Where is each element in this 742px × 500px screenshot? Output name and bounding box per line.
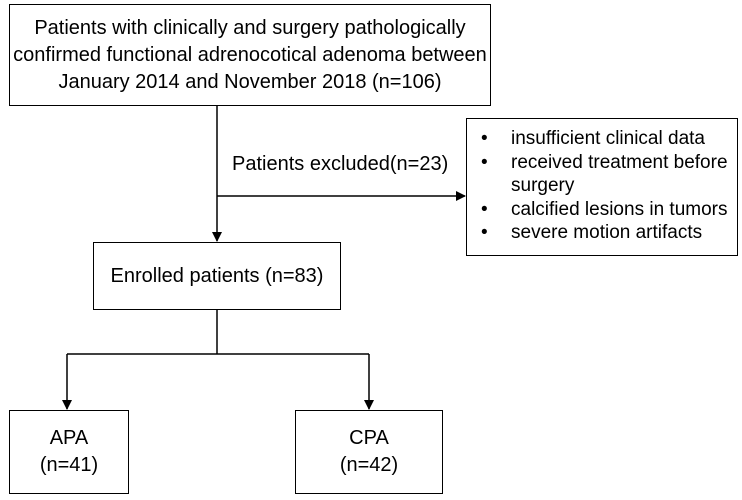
apa-label: APA (49, 427, 89, 449)
enrolled-label: Enrolled patients (n=83) (110, 264, 324, 287)
bullet-glyph: • (481, 222, 488, 243)
exclusion-reason-text: received treatment before (511, 151, 728, 173)
enrolled-patients-box: Enrolled patients (n=83) (93, 242, 341, 310)
bullet-glyph: • (481, 198, 488, 220)
source-line-2: confirmed functional adrenocotical adeno… (13, 43, 487, 66)
source-line-3: January 2014 and November 2018 (n=106) (58, 70, 442, 93)
exclusion-reason-item: • insufficient clinical data (481, 127, 731, 151)
apa-group-box: APA (n=41) (9, 410, 129, 494)
bullet-glyph: • (481, 151, 488, 173)
exclusion-reason-item: • received treatment before surgery (481, 151, 731, 198)
excluded-label: Patients excluded(n=23) (232, 153, 449, 175)
source-line-1: Patients with clinically and surgery pat… (34, 16, 466, 39)
apa-count: (n=41) (39, 454, 99, 476)
exclusion-reason-text: calcified lesions in tumors (511, 198, 728, 220)
exclusion-reason-text: severe motion artifacts (511, 222, 703, 243)
bullet-glyph: • (481, 128, 488, 149)
source-patients-box: Patients with clinically and surgery pat… (9, 4, 491, 106)
cpa-label: CPA (349, 427, 389, 449)
cpa-group-box: CPA (n=42) (295, 410, 443, 494)
exclusion-reason-item: • severe motion artifacts (481, 221, 731, 245)
exclusion-reason-item: • calcified lesions in tumors (481, 198, 731, 222)
exclusion-reasons-list: • insufficient clinical data • received … (481, 127, 731, 245)
exclusion-reason-text: insufficient clinical data (511, 128, 705, 149)
exclusion-reasons-box: • insufficient clinical data • received … (466, 118, 738, 256)
exclusion-reason-text-continued: surgery (511, 175, 575, 196)
cpa-count: (n=42) (339, 454, 399, 476)
